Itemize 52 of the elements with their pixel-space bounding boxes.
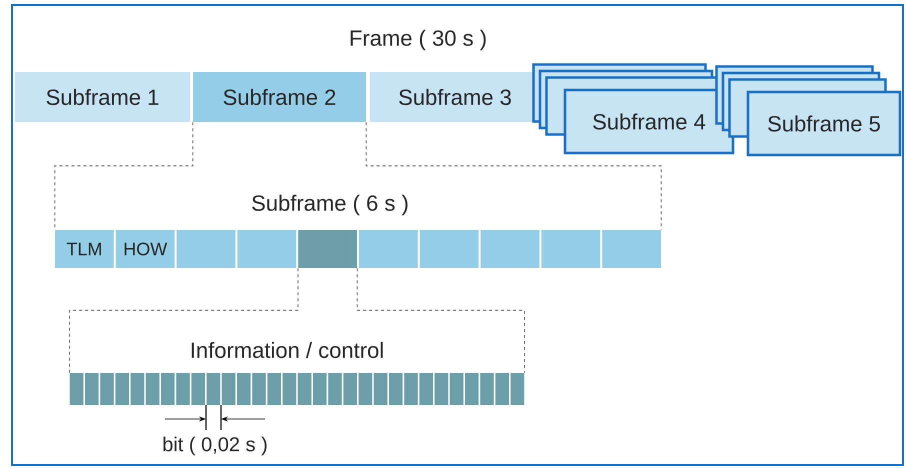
bit-cell (298, 373, 312, 405)
bit-cell (480, 373, 494, 405)
bit-cell (267, 373, 281, 405)
bit-cell (70, 373, 84, 405)
bit-cell (510, 373, 524, 405)
word-cell (359, 230, 418, 268)
zoom-line (69, 268, 298, 374)
bit-cell (85, 373, 99, 405)
title: Frame ( 30 s ) (350, 30, 486, 50)
bit-cell (343, 373, 357, 405)
bit-cell (222, 373, 236, 405)
bit-cell (313, 373, 327, 405)
bit-cell (100, 373, 114, 405)
bit-cell (389, 373, 403, 405)
word-cell (237, 230, 296, 268)
heading: Subframe ( 6 s ) (252, 194, 408, 216)
stacked-subframe-cards: Subframe 4 (532, 63, 734, 154)
bit-cell (450, 373, 464, 405)
bit-cell (328, 373, 342, 405)
word-cell (541, 230, 600, 268)
word-cell: TLM (55, 230, 114, 268)
bit-cell (161, 373, 175, 405)
bit-cell (358, 373, 372, 405)
word-cell (176, 230, 236, 268)
word-cell (480, 230, 540, 268)
heading: Information / control (192, 342, 383, 358)
bit-cell (252, 373, 266, 405)
bit-cell (404, 373, 418, 405)
word-cell (602, 230, 661, 268)
bit-cell (115, 373, 129, 405)
word-cell (298, 230, 357, 268)
zoom-line (356, 268, 525, 374)
dimension-label: bit ( 0,02 s ) (164, 436, 267, 456)
bit-cell (146, 373, 160, 405)
bit-cell (282, 373, 296, 405)
bit-cell (237, 373, 251, 405)
word-cell (420, 230, 479, 268)
bit-cell (206, 373, 220, 405)
stacked-subframe-cards: Subframe 5 (715, 65, 902, 156)
bit-cell (495, 373, 509, 405)
bit-cell (419, 373, 433, 405)
bit-cell (176, 373, 190, 405)
bit-cell (130, 373, 144, 405)
subframe-box: Subframe 1 (15, 72, 190, 122)
zoom-line (366, 122, 662, 230)
subframe-box: Subframe 2 (193, 72, 366, 122)
word-cell: HOW (116, 230, 175, 268)
subframe-box: Subframe 3 (370, 72, 540, 122)
bit-cell (465, 373, 479, 405)
bit-cell (191, 373, 205, 405)
bit-cell (374, 373, 388, 405)
bit-cell (434, 373, 448, 405)
